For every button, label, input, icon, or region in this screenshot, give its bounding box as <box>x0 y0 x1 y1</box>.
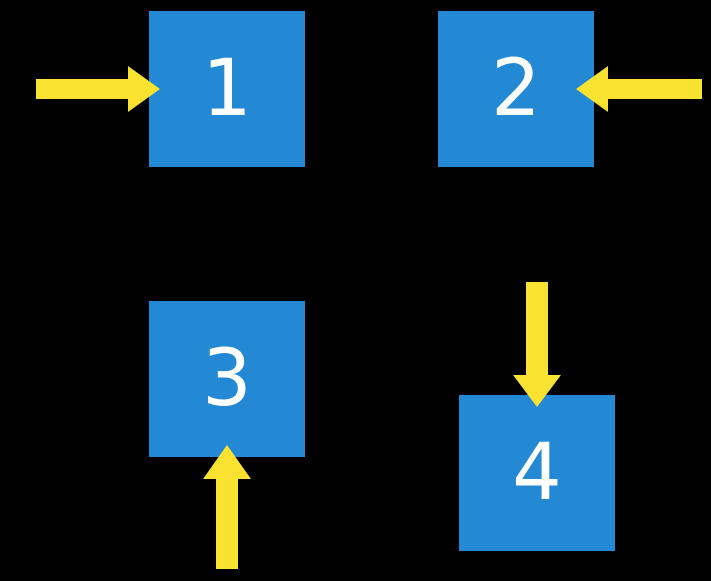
box-1-label: 1 <box>202 44 252 134</box>
box-4: 4 <box>459 395 615 551</box>
box-1: 1 <box>149 11 305 167</box>
arrow-right-icon <box>36 66 160 112</box>
arrow-up-icon <box>203 445 251 569</box>
arrow-down-icon <box>513 282 561 407</box>
box-2-label: 2 <box>491 44 541 134</box>
box-2: 2 <box>438 11 594 167</box>
box-4-label: 4 <box>512 428 562 518</box>
arrow-left-icon <box>576 66 702 112</box>
box-3-label: 3 <box>202 334 252 424</box>
box-3: 3 <box>149 301 305 457</box>
